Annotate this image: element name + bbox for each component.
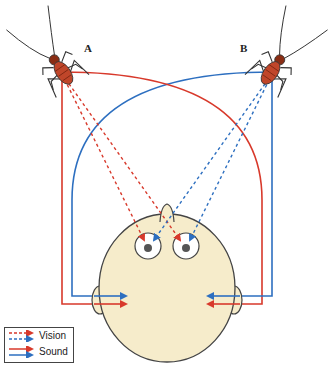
cricket-label: B <box>240 42 247 54</box>
head <box>92 204 242 362</box>
legend-text: Vision <box>39 330 66 341</box>
legend-box: Vision Sound <box>4 327 74 363</box>
cricket <box>6 2 93 98</box>
legend-row: Vision <box>5 329 73 344</box>
ear-arrows <box>94 296 240 304</box>
cricket <box>240 2 327 98</box>
cricket-label: A <box>84 42 92 54</box>
legend-sample <box>8 330 38 342</box>
legend-row: Sound <box>5 345 73 360</box>
vision-paths <box>62 74 272 240</box>
legend-sample <box>8 346 38 358</box>
legend-text: Sound <box>39 346 68 357</box>
